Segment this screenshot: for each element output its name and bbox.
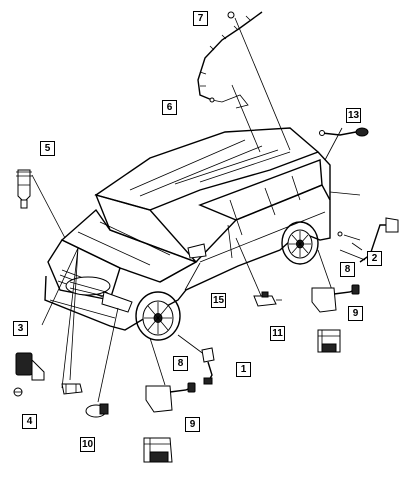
part-5-sensor (16, 169, 32, 209)
front-sensor-group (61, 383, 83, 395)
callout-4: 4 (22, 414, 37, 429)
leader-lines (31, 17, 366, 403)
part-8-tpms-bottom (145, 382, 196, 413)
part-9-housing-bottom (143, 437, 173, 463)
callout-10: 10 (80, 437, 95, 452)
part-9-housing-right (317, 329, 341, 353)
vehicle-illustration (44, 127, 331, 341)
part-13-sensor (319, 127, 369, 137)
part-2-sensor (337, 217, 399, 263)
part-4-clip (13, 387, 23, 397)
callout-6: 6 (162, 100, 177, 115)
curtain-airbag-part (197, 11, 263, 109)
callout-7: 7 (193, 11, 208, 26)
callout-8-right: 8 (340, 262, 355, 277)
part-15-11-sensor (253, 291, 282, 307)
callout-8-bottom: 8 (173, 356, 188, 371)
part-1-valve (201, 347, 215, 385)
callout-1: 1 (236, 362, 251, 377)
callout-13: 13 (346, 108, 361, 123)
part-3-sensor (15, 352, 45, 381)
callout-9-right: 9 (348, 306, 363, 321)
callout-11: 11 (270, 326, 285, 341)
callout-5: 5 (40, 141, 55, 156)
callout-9-bottom: 9 (185, 417, 200, 432)
callout-3: 3 (13, 321, 28, 336)
part-10-sensor (85, 403, 109, 418)
part-8-tpms-right (311, 284, 360, 313)
callout-15: 15 (211, 293, 226, 308)
callout-2: 2 (367, 251, 382, 266)
